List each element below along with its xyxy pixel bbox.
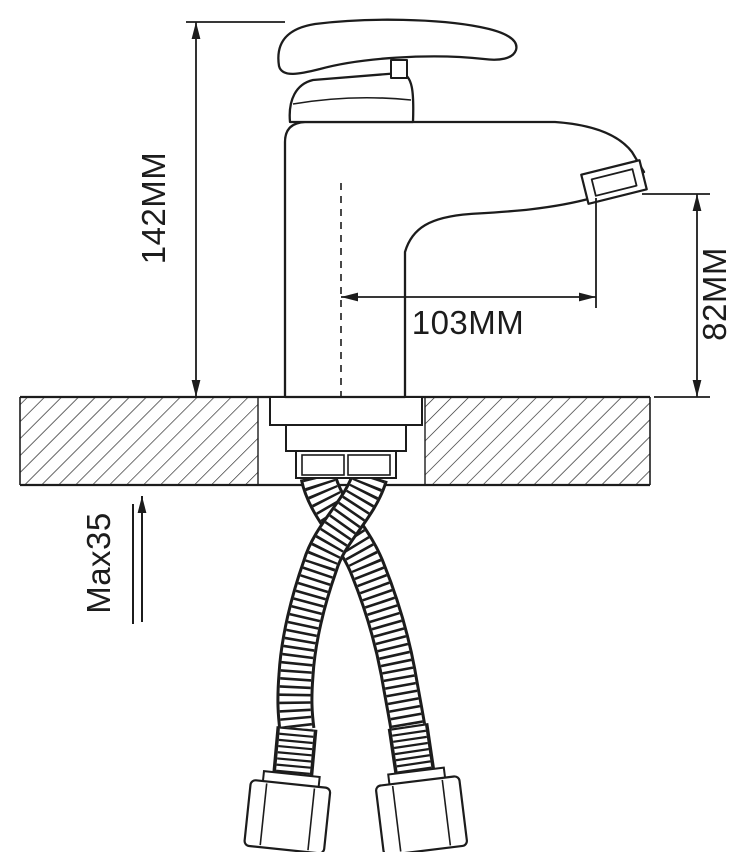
lever-set-screw-cover bbox=[390, 59, 408, 79]
spout-aerator bbox=[580, 159, 648, 205]
mounting-hardware bbox=[269, 396, 423, 479]
hose-port-right bbox=[347, 454, 391, 476]
reach-label: 103MM bbox=[412, 304, 525, 341]
annotation-max-thickness bbox=[132, 496, 147, 624]
max-thickness-label: Max35 bbox=[80, 512, 117, 614]
faucet-body-spout bbox=[283, 120, 646, 399]
faucet bbox=[277, 18, 648, 400]
mounting-flange bbox=[269, 396, 423, 426]
hose-connector-right bbox=[375, 722, 468, 852]
height-label: 142MM bbox=[135, 152, 172, 265]
dimension-outlet-height bbox=[642, 193, 710, 398]
handle-lever bbox=[277, 18, 518, 76]
countertop-hatch-right bbox=[425, 397, 650, 485]
countertop-section bbox=[19, 395, 651, 487]
mounting-nut-upper bbox=[285, 424, 407, 452]
dimension-height bbox=[186, 21, 285, 397]
outlet-height-label: 82MM bbox=[696, 247, 733, 341]
hose-left bbox=[276, 469, 388, 733]
hose-port-left bbox=[301, 454, 345, 476]
hose-connector-left bbox=[243, 726, 332, 852]
supply-hoses bbox=[243, 469, 468, 852]
dimension-reach bbox=[341, 198, 597, 308]
countertop-hatch-left bbox=[20, 397, 258, 485]
handle-base-seam bbox=[292, 96, 412, 105]
